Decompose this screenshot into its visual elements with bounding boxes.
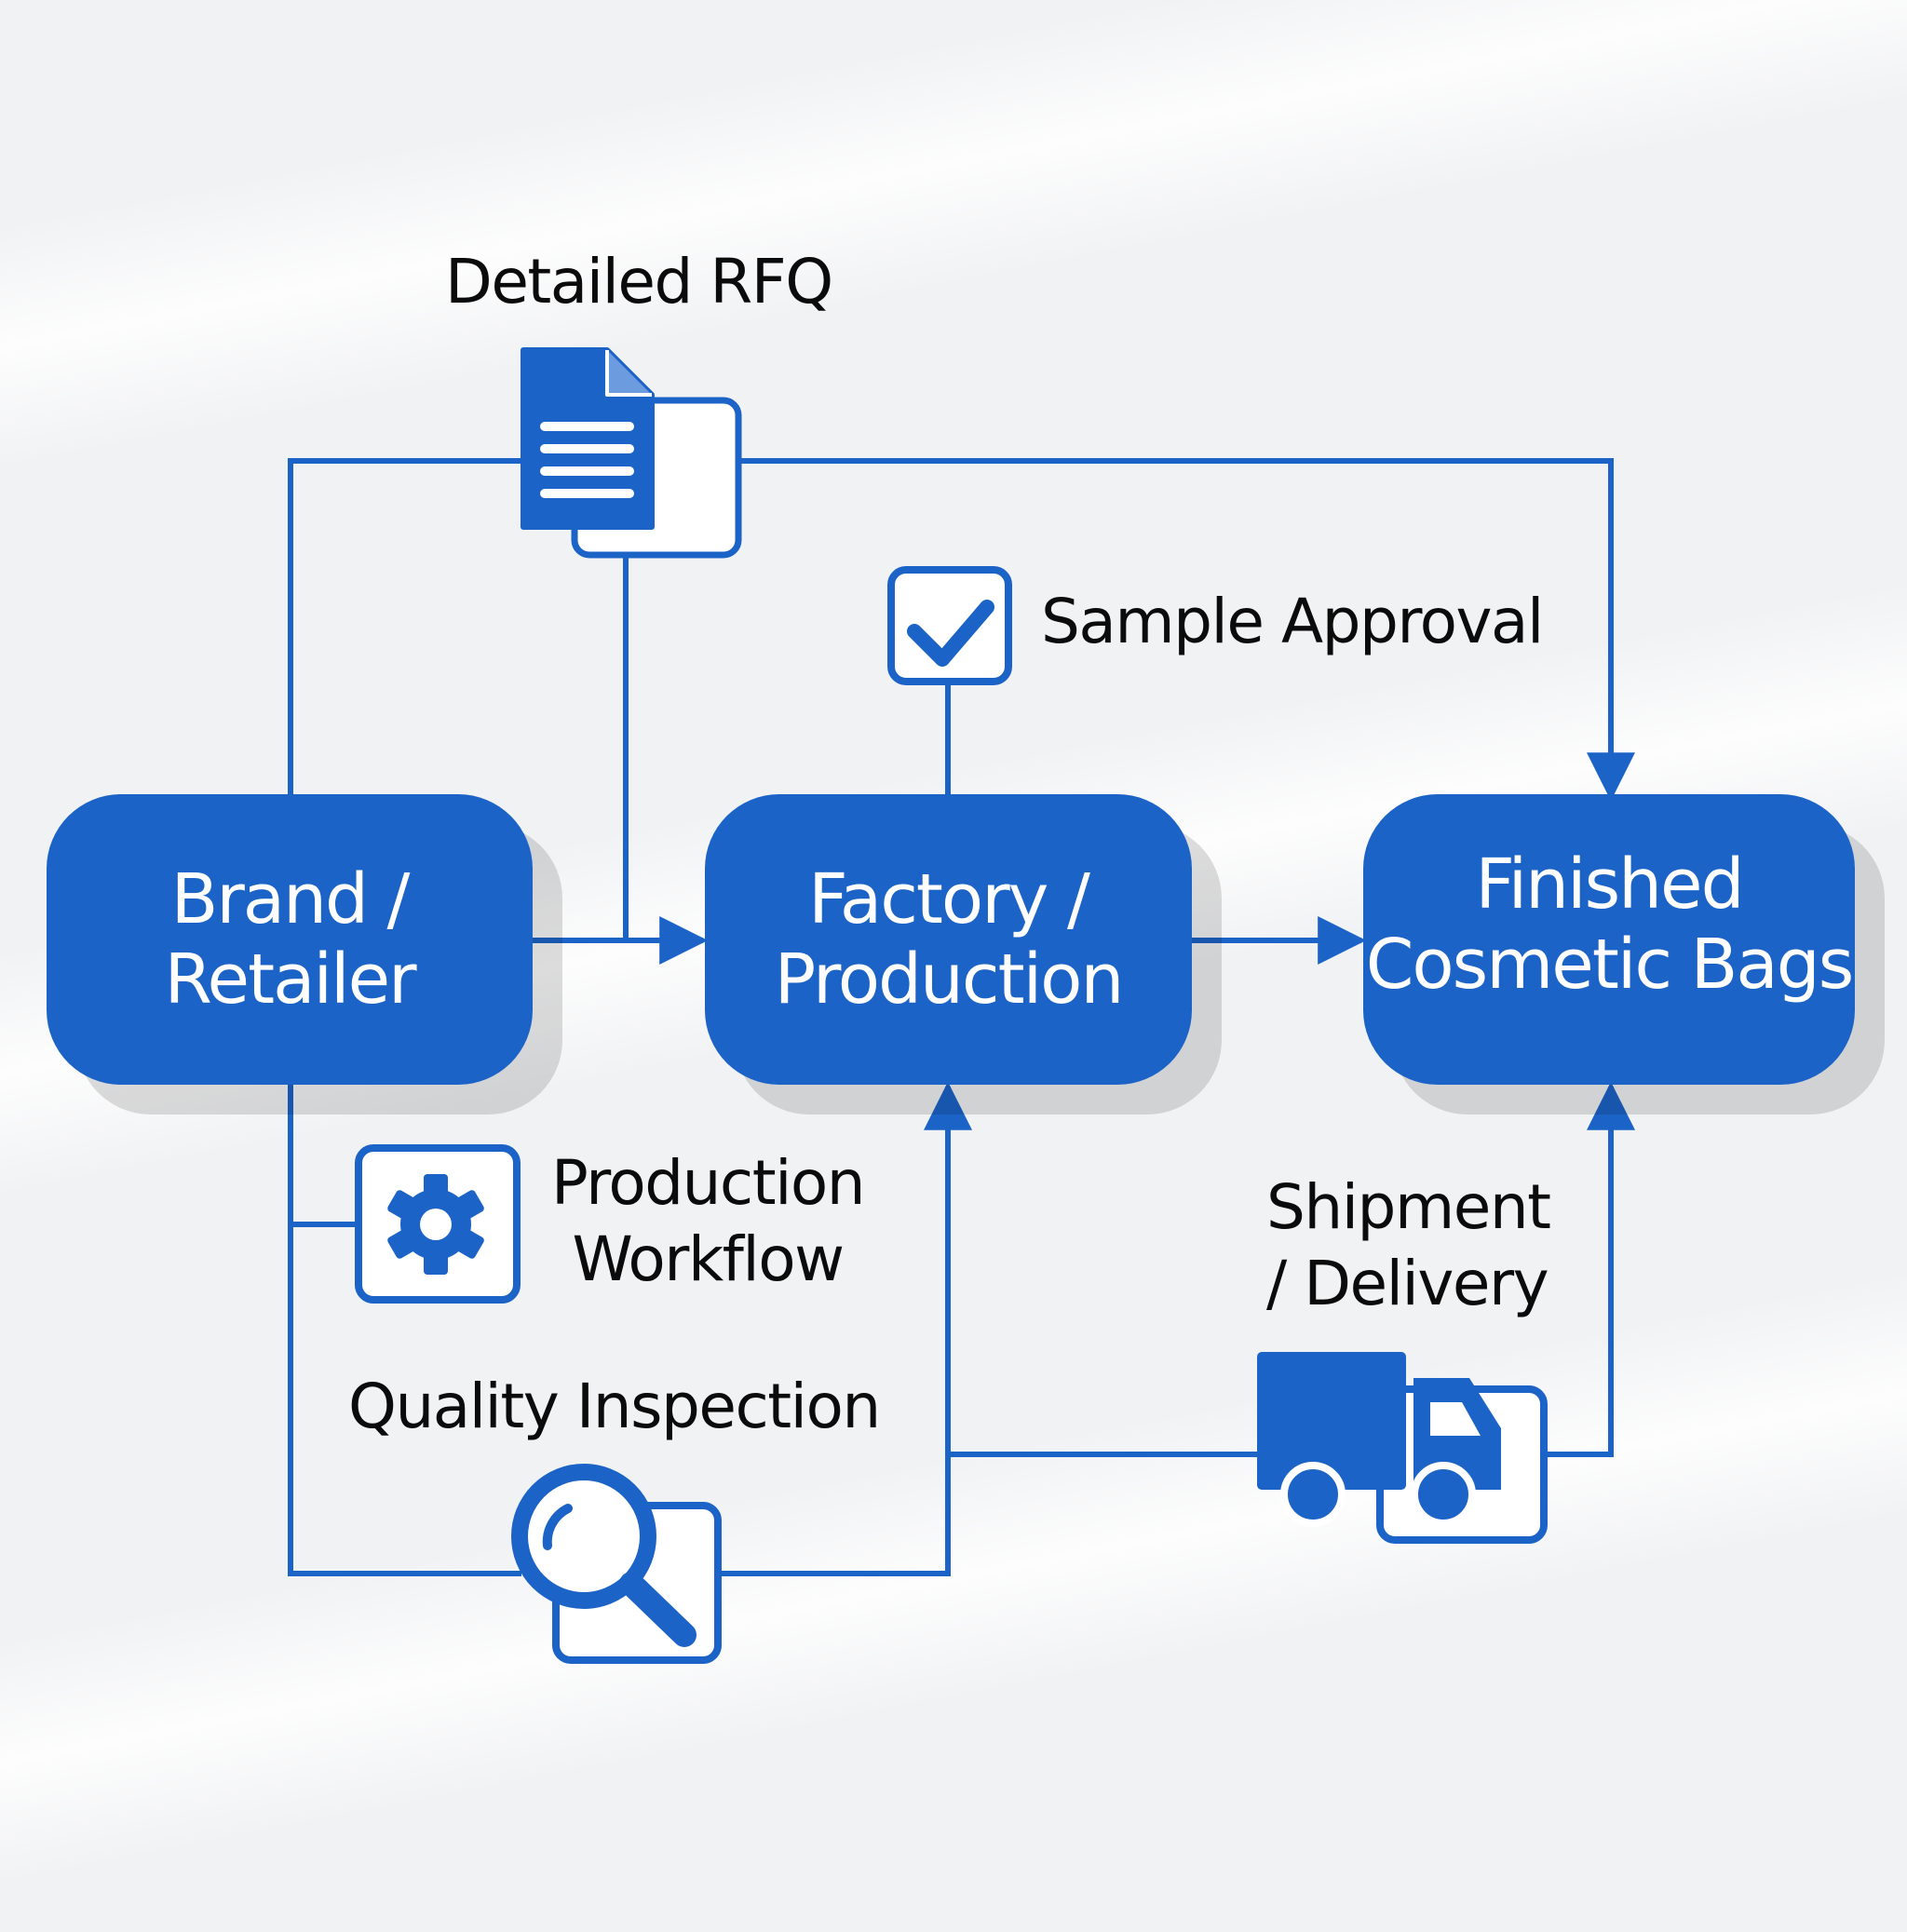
connector-quality-to-factory xyxy=(722,1081,972,1576)
connector-shipment-to-finished xyxy=(1546,1081,1635,1457)
label-shipment-delivery: Shipment / Delivery xyxy=(1266,1171,1551,1319)
node-finished-cosmetic-bags: Finished Cosmetic Bags xyxy=(1363,794,1855,1085)
node-finished-cosmetic-bags-label: Finished Cosmetic Bags xyxy=(1365,844,1855,1005)
truck-icon xyxy=(1257,1352,1548,1544)
label-quality-inspection: Quality Inspection xyxy=(348,1371,881,1442)
connector-rfq-to-finished xyxy=(740,458,1635,802)
gear-icon xyxy=(355,1144,521,1304)
magnifier-icon xyxy=(511,1464,722,1664)
node-factory-production-label: Factory / Production xyxy=(774,859,1125,1020)
document-icon xyxy=(521,347,742,559)
label-production-workflow: Production Workflow xyxy=(551,1147,866,1295)
node-brand-retailer: Brand / Retailer xyxy=(47,794,533,1085)
label-detailed-rfq: Detailed RFQ xyxy=(445,246,833,317)
label-sample-approval: Sample Approval xyxy=(1041,586,1544,657)
node-factory-production: Factory / Production xyxy=(705,794,1192,1085)
node-brand-retailer-label: Brand / Retailer xyxy=(164,859,416,1020)
connector-brand-to-quality xyxy=(288,1085,521,1576)
connectors xyxy=(288,458,1635,1576)
connector-brand-to-rfq xyxy=(288,458,521,796)
checkbox-icon xyxy=(887,566,1012,685)
